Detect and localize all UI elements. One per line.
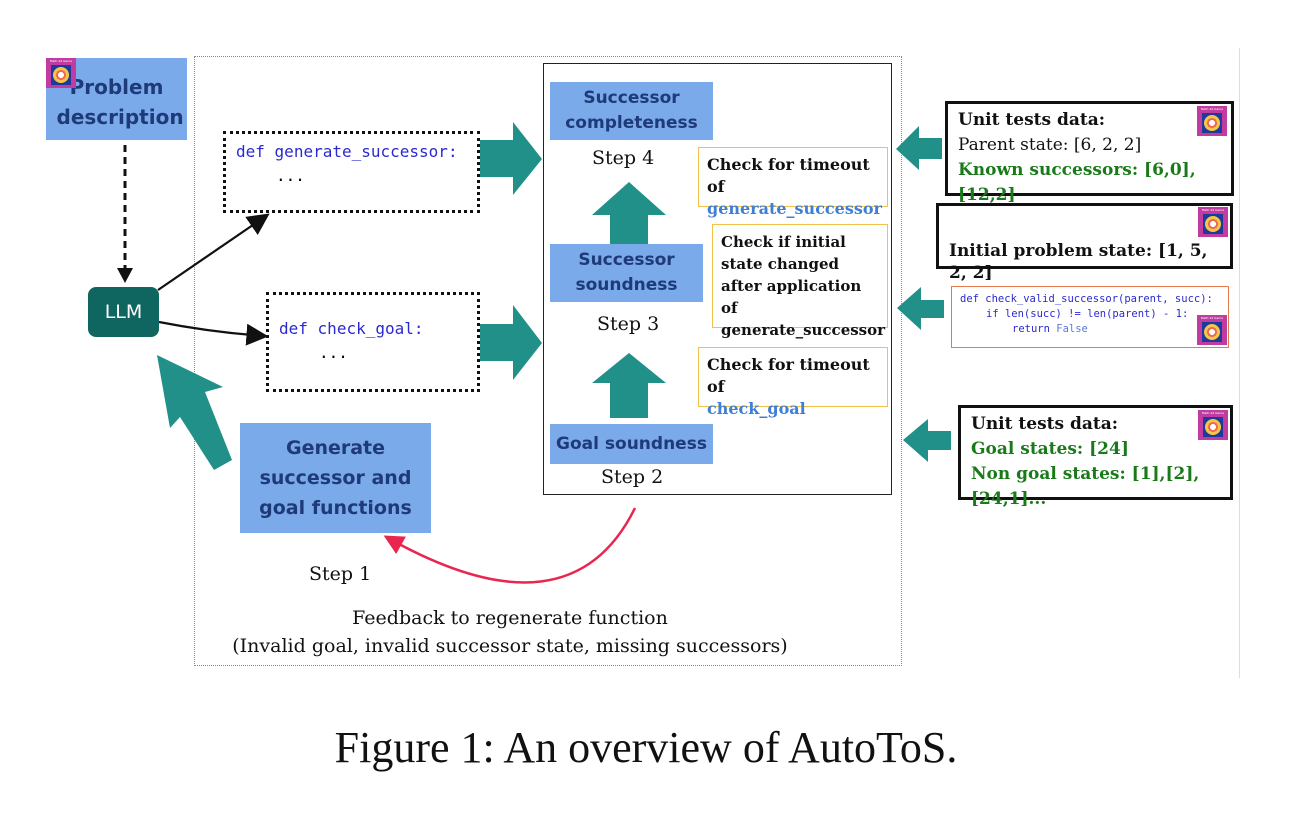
step3-to-step4-arrow — [592, 182, 666, 248]
math24-game-icon: Math 24 Game — [46, 58, 76, 88]
unit-tests-successor-to-verifier-arrow — [896, 126, 942, 170]
check-initial-state-changed: Check if initial state changed after app… — [712, 224, 888, 339]
check-goal-to-verifier-arrow — [477, 305, 542, 380]
figure-caption: Figure 1: An overview of AutoToS. — [334, 723, 958, 772]
step2-to-step3-arrow — [592, 353, 666, 418]
llm-node: LLM — [88, 287, 159, 337]
math24-game-icon: Math 24 Game — [1197, 315, 1227, 345]
page-edge-divider — [1239, 48, 1240, 678]
generate-successor-to-verifier-arrow — [477, 122, 542, 195]
llm-to-generate-successor-arrow — [157, 213, 270, 291]
check-timeout-generate-successor: Check for timeout of generate_successor — [698, 147, 888, 218]
validator-to-verifier-arrow — [897, 287, 944, 330]
math24-game-icon: Math 24 Game — [1198, 410, 1228, 440]
generate-successor-code: def generate_successor: ... — [223, 131, 480, 213]
verifier-frame — [543, 63, 892, 495]
check-goal-code: def check_goal: ... — [266, 292, 480, 392]
generate-functions-box: Generate successor and goal functions — [240, 423, 431, 533]
unit-tests-successor-box: Unit tests data: Parent state: [6, 2, 2]… — [945, 101, 1234, 205]
math24-game-icon: Math 24 Game — [1198, 207, 1228, 237]
goal-soundness-box: Goal soundness — [550, 424, 713, 464]
unit-tests-goal-to-verifier-arrow — [903, 419, 951, 462]
problem-to-llm-arrowhead — [117, 268, 133, 283]
validator-code-box: def check_valid_successor(parent, succ):… — [951, 286, 1229, 348]
problem-description-box: Problem description — [46, 58, 187, 140]
step3-label: Step 3 — [597, 313, 660, 335]
pipeline-frame — [194, 56, 902, 666]
successor-completeness-box: Successor completeness — [550, 82, 713, 140]
check-timeout-check-goal: Check for timeout of check_goal — [698, 347, 888, 418]
successor-soundness-box: Successor soundness — [550, 244, 703, 302]
step4-label: Step 4 — [592, 147, 655, 169]
generate-to-llm-arrow — [157, 355, 232, 470]
step2-label: Step 2 — [601, 466, 664, 488]
feedback-text: Feedback to regenerate function (Invalid… — [232, 607, 788, 657]
step1-label: Step 1 — [309, 563, 372, 585]
math24-game-icon: Math 24 Game — [1197, 106, 1227, 136]
llm-to-check-goal-arrow — [158, 320, 269, 346]
initial-state-box: Initial problem state: [1, 5, 2, 2] — [936, 203, 1233, 283]
unit-tests-goal-box: Unit tests data: Goal states: [24] Non g… — [958, 405, 1233, 509]
feedback-arrow — [383, 507, 637, 584]
